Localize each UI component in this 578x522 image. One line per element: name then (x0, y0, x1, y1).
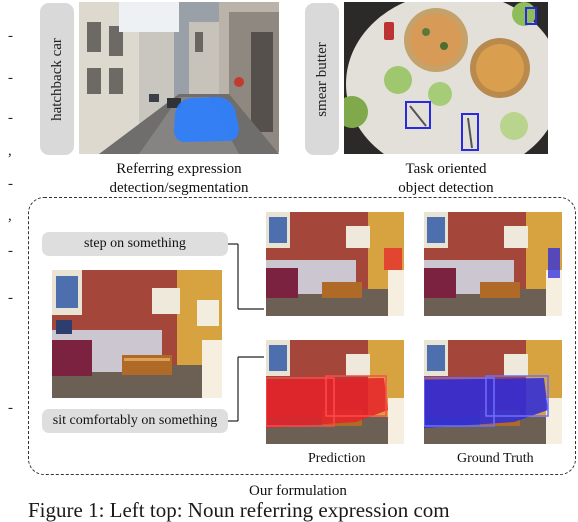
margin-glyph: - (8, 110, 13, 126)
caption-line: object detection (398, 180, 494, 196)
margin-glyph: - (8, 400, 13, 416)
tag-smear-butter: smear butter (305, 3, 339, 155)
margin-glyph: - (8, 28, 13, 44)
ground-truth-label: Ground Truth (457, 451, 534, 466)
formulation-panel (28, 197, 576, 475)
connector-lines (228, 243, 264, 422)
ground-truth-sit-photo (424, 340, 562, 444)
figure-caption: Figure 1: Left top: Noun referring expre… (28, 498, 450, 522)
formulation-title: Our formulation (249, 483, 347, 499)
query-pill-step: step on something (42, 232, 228, 256)
margin-glyph: - (8, 243, 13, 259)
input-room-photo (52, 270, 222, 398)
margin-glyph: - (8, 176, 13, 192)
tag-hatchback-car: hatchback car (40, 3, 74, 155)
prediction-step-photo (266, 212, 404, 316)
tag-label: smear butter (313, 41, 330, 117)
margin-glyph: - (8, 290, 13, 306)
query-pill-sit: sit comfortably on something (42, 409, 228, 433)
margin-glyph: - (8, 70, 13, 86)
caption-line: Referring expression (116, 161, 242, 177)
ground-truth-step-photo (424, 212, 562, 316)
prediction-label: Prediction (308, 451, 366, 466)
margin-glyph: , (8, 208, 12, 224)
street-photo (79, 2, 279, 154)
table-photo (344, 2, 548, 154)
margin-glyph: , (8, 143, 12, 159)
caption-line: Task oriented (405, 161, 487, 177)
prediction-sit-photo (266, 340, 404, 444)
caption-task-oriented: Task oriented object detection (344, 160, 548, 198)
caption-referring: Referring expression detection/segmentat… (79, 160, 279, 198)
caption-line: detection/segmentation (109, 180, 249, 196)
tag-label: hatchback car (48, 37, 65, 121)
